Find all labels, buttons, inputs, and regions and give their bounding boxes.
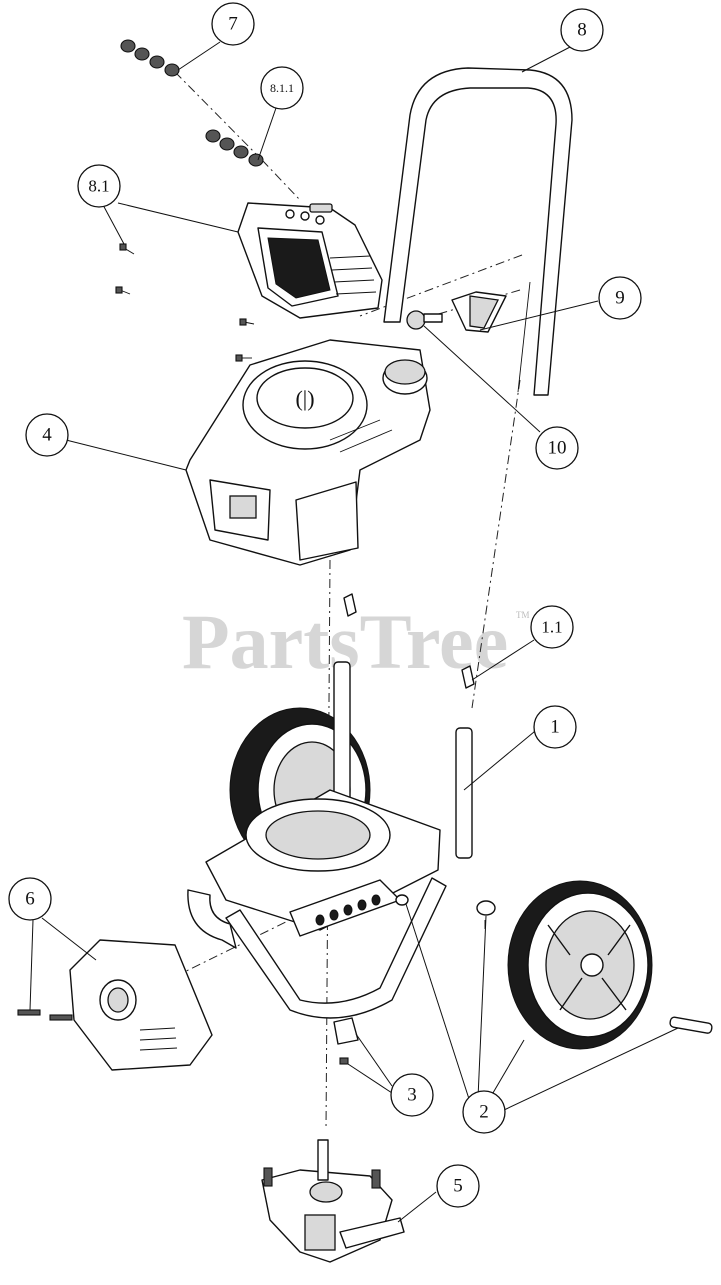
panel-bracket-part-8-1	[237, 202, 383, 319]
small-bolt	[395, 894, 409, 906]
callout-9: 9	[598, 276, 642, 320]
guard-part-6	[17, 939, 213, 1071]
watermark-trademark: TM	[516, 610, 530, 620]
bracket-part-3	[333, 1017, 359, 1065]
callout-label-2: 2	[479, 1102, 489, 1123]
callout-1-1: 1.1	[530, 605, 574, 649]
leader-lines	[29, 41, 679, 1223]
callout-label-4: 4	[42, 425, 52, 446]
washers-part-8-1-1	[205, 129, 264, 167]
callout-label-1-1: 1.1	[541, 618, 562, 637]
callout-2: 2	[462, 1090, 506, 1134]
callout-8-1-1: 8.1.1	[260, 66, 304, 110]
callout-label-8-1-1: 8.1.1	[270, 81, 294, 95]
knob-part-10	[406, 310, 443, 330]
callout-label-1: 1	[550, 717, 560, 738]
callout-label-8-1: 8.1	[88, 177, 109, 196]
pump-part-5	[261, 1139, 405, 1263]
screws	[115, 243, 255, 362]
callout-4: 4	[25, 413, 69, 457]
frame-part-1	[187, 661, 473, 1019]
callout-label-7: 7	[228, 14, 238, 35]
callout-label-9: 9	[615, 288, 625, 309]
callout-3: 3	[390, 1073, 434, 1117]
callout-8: 8	[560, 8, 604, 52]
nuts-part-7	[120, 39, 180, 77]
callout-label-8: 8	[577, 20, 587, 41]
callout-6: 6	[8, 877, 52, 921]
washer	[476, 900, 496, 916]
callout-8-1: 8.1	[77, 164, 121, 208]
engine-part-4: (|)	[185, 339, 431, 566]
callout-label-6: 6	[25, 889, 35, 910]
callout-1: 1	[533, 705, 577, 749]
clips-part-1-1	[343, 593, 475, 689]
front-wheel	[507, 880, 713, 1050]
callout-label-5: 5	[453, 1176, 463, 1197]
callout-10: 10	[535, 426, 579, 470]
handle-part-8	[383, 67, 573, 396]
callout-5: 5	[436, 1164, 480, 1208]
svg-text:(|): (|)	[295, 386, 314, 411]
callout-label-3: 3	[407, 1085, 417, 1106]
callout-label-10: 10	[548, 438, 567, 459]
holder-part-9	[451, 291, 507, 333]
callout-7: 7	[211, 2, 255, 46]
